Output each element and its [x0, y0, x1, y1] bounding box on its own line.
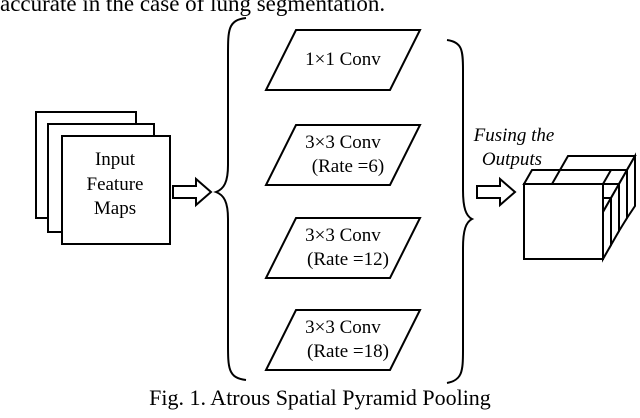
- output-front-face: [523, 183, 604, 260]
- output-top-face: [522, 169, 613, 185]
- branch-3x3-conv-rate6: [264, 124, 422, 186]
- input-label-line-3: Maps: [94, 198, 136, 219]
- slice-top-3: [550, 169, 629, 185]
- right-brace-icon: [446, 39, 475, 384]
- input-label-line-2: Feature: [87, 174, 144, 195]
- fuse-label-line-1: Fusing the: [473, 125, 555, 146]
- arrow-icon-input: [172, 176, 213, 208]
- input-label-line-1: Input: [95, 149, 136, 170]
- fuse-label-line-2: Outputs: [482, 149, 542, 170]
- branch-4-rate: (Rate =18): [307, 341, 389, 362]
- branch-3-rate: (Rate =12): [307, 249, 389, 270]
- branch-shapes: [264, 29, 422, 371]
- slice-top-4: [558, 155, 637, 171]
- left-brace-icon: [213, 17, 247, 381]
- branch-2-rate: (Rate =6): [312, 156, 384, 177]
- branch-1x1-conv: [264, 29, 422, 91]
- branch-2-label: 3×3 Conv: [305, 132, 381, 153]
- top-text-fragment: accurate in the case of lung segmentatio…: [0, 0, 386, 16]
- arrow-icon-output: [476, 176, 517, 208]
- branch-4-label: 3×3 Conv: [305, 317, 381, 338]
- branch-3-label: 3×3 Conv: [305, 225, 381, 246]
- input-feature-maps: [35, 111, 171, 245]
- feature-map-front: [61, 135, 171, 245]
- branch-3x3-conv-rate18: [264, 309, 422, 371]
- output-fused-volume: [522, 152, 637, 263]
- branch-3x3-conv-rate12: [264, 217, 422, 279]
- branch-1-label: 1×1 Conv: [305, 49, 381, 70]
- figure-caption: Fig. 1. Atrous Spatial Pyramid Pooling: [149, 385, 491, 410]
